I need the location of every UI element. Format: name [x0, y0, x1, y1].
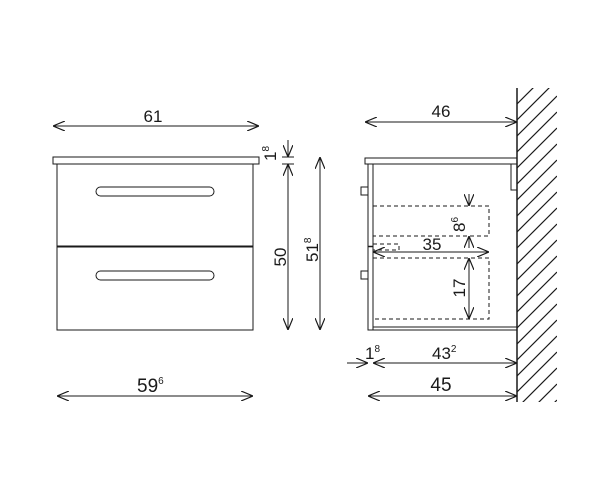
side-handle-top [360, 186, 368, 196]
svg-text:518: 518 [303, 237, 322, 262]
front-handle-top [95, 186, 215, 197]
dim-inner-depth-sup: 2 [451, 344, 457, 355]
front-drawer-top [56, 163, 254, 247]
dim-drawer-depth-label: 35 [423, 235, 442, 254]
front-countertop [52, 156, 260, 165]
dim-base-width-sup: 6 [158, 376, 164, 387]
dim-top-drawer-height-base: 8 [450, 223, 469, 232]
dim-total-depth-label: 45 [430, 375, 451, 396]
svg-text:596: 596 [137, 376, 164, 397]
dim-bottom-drawer-height-label: 17 [450, 279, 469, 298]
dim-carcass-height-label: 50 [271, 248, 290, 267]
wall-hatching [516, 88, 557, 402]
svg-text:86: 86 [450, 217, 469, 232]
dim-top-width-label: 61 [144, 107, 163, 126]
dim-top-depth-label: 46 [432, 102, 451, 121]
dim-top-drawer-height-sup: 6 [450, 217, 461, 223]
dim-top-thickness-sup: 8 [261, 146, 272, 152]
dim-top-thickness: 18 [261, 140, 294, 161]
bottom-drawer-outline [373, 257, 490, 320]
svg-text:18: 18 [365, 344, 380, 363]
front-drawer-bottom [56, 246, 254, 331]
dim-top-thickness-base: 1 [261, 152, 280, 161]
dim-base-width-base: 59 [137, 376, 158, 397]
dim-panel-thickness-sup: 8 [374, 344, 380, 355]
svg-text:432: 432 [432, 344, 457, 363]
wall-bracket [510, 164, 517, 191]
side-view: 46 86 35 17 18 432 45 [347, 88, 557, 402]
drawer-runner [372, 243, 400, 251]
side-handle-bottom [360, 270, 368, 280]
front-view: 61 18 50 518 596 [52, 107, 322, 397]
front-handle-bottom [95, 270, 215, 281]
dim-total-height-sup: 8 [303, 237, 314, 243]
svg-text:18: 18 [261, 146, 280, 161]
side-cabinet-body [367, 163, 518, 331]
dim-total-height-base: 51 [303, 243, 322, 262]
dim-inner-depth-base: 43 [432, 344, 451, 363]
side-countertop [364, 157, 518, 165]
top-drawer-outline [373, 205, 490, 237]
dim-panel-thickness-base: 1 [365, 344, 374, 363]
